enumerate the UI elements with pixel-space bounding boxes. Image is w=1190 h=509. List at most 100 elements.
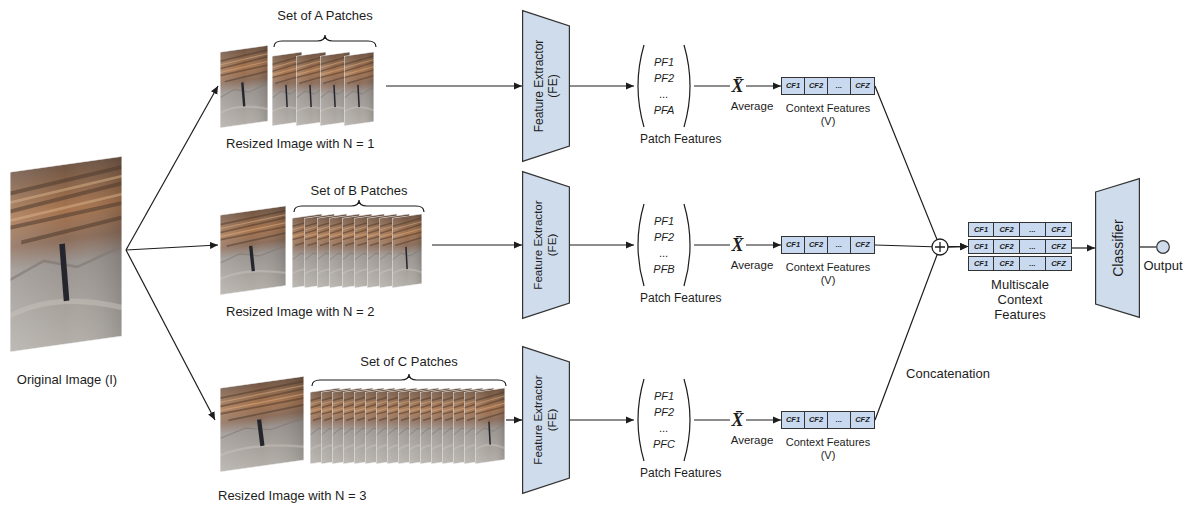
connector-arrow xyxy=(126,250,215,420)
patch-photo xyxy=(392,214,422,288)
feature-cell: CF1 xyxy=(968,239,994,254)
connector-arrow xyxy=(570,244,634,245)
connector-arrow xyxy=(875,86,968,247)
patch-set-group: Set of A PatchesResized Image with N = 1 xyxy=(218,8,386,152)
cell-label: CFZ xyxy=(1051,226,1066,234)
left-bracket xyxy=(638,45,644,127)
cell-label: ... xyxy=(1029,260,1035,268)
feature-cell: CF1 xyxy=(782,237,805,253)
patch-feature-entry: ... xyxy=(659,245,668,261)
average-symbol: X̄ xyxy=(729,235,745,255)
connector-arrow xyxy=(570,419,634,420)
patch-feature-entry: PF1 xyxy=(654,54,674,70)
feature-extractor: Feature Extractor (FE) xyxy=(522,346,570,494)
cell-label: CFZ xyxy=(1051,243,1066,251)
connector-arrow xyxy=(570,85,634,86)
curly-brace xyxy=(294,200,424,212)
node-label: Feature Extractor (FE) xyxy=(532,30,561,142)
average-symbol: X̄ xyxy=(729,76,745,96)
image-node: Original Image (I) xyxy=(8,154,126,396)
matrix-caption: Patch Features xyxy=(640,132,721,146)
concat-circle xyxy=(932,239,948,255)
feature-cell: CF2 xyxy=(994,256,1020,271)
multiscale-feature-matrix: Multiscale Context FeaturesCF1CF2...CFZC… xyxy=(968,222,1072,271)
average-symbol: X̄ xyxy=(729,410,745,430)
cell-label: ... xyxy=(836,241,842,249)
feature-cell: CF1 xyxy=(968,222,994,237)
output-circle-outline xyxy=(1157,241,1170,254)
connector-arrow xyxy=(386,85,522,86)
cell-label: CFZ xyxy=(855,241,870,249)
feature-cell: CF2 xyxy=(805,237,828,253)
feature-cell: CF2 xyxy=(805,78,828,94)
trapezoid-outline xyxy=(523,172,570,319)
right-bracket xyxy=(684,204,690,286)
connector-arrow xyxy=(126,245,218,250)
node-label: Classifier xyxy=(1110,219,1126,277)
resized-photo xyxy=(220,376,304,472)
context-feature-vector: Context Features (V)CF1CF2...CFZ xyxy=(781,411,875,429)
cell-label: CF2 xyxy=(999,260,1013,268)
connector-arrow xyxy=(1140,246,1156,247)
context-feature-vector: Context Features (V)CF1CF2...CFZ xyxy=(781,77,875,95)
cell-label: ... xyxy=(1029,243,1035,251)
patch-set-label: Set of B Patches xyxy=(311,183,408,198)
feature-extractor: Feature Extractor (FE) xyxy=(522,171,570,319)
caption-label: Context Features (V) xyxy=(780,102,876,128)
node-label: Feature Extractor (FE) xyxy=(532,189,560,301)
node-label: Output xyxy=(1143,258,1182,273)
connector-arrow xyxy=(432,244,522,245)
operation-label: Average xyxy=(731,434,774,446)
cell-label: CF2 xyxy=(809,82,823,90)
cell-label: CF1 xyxy=(786,82,800,90)
curly-brace xyxy=(274,35,376,47)
resized-image-label: Resized Image with N = 3 xyxy=(218,488,366,503)
caption-label: Context Features (V) xyxy=(780,436,876,462)
feature-cell: ... xyxy=(828,78,851,94)
left-bracket xyxy=(638,379,644,461)
cell-label: ... xyxy=(1029,226,1035,234)
patch-photo xyxy=(475,388,505,464)
cell-label: CF1 xyxy=(974,243,988,251)
operation-label: Average xyxy=(731,259,774,271)
feature-cell: CF2 xyxy=(805,412,828,428)
patch-feature-entry: PF2 xyxy=(654,229,674,245)
patch-feature-matrix: PF1PF2...PFBPatch Features xyxy=(634,202,694,288)
cell-label: CF2 xyxy=(999,243,1013,251)
patch-set-label: Set of C Patches xyxy=(360,354,458,369)
feature-cell: ... xyxy=(828,412,851,428)
cell-label: ... xyxy=(836,82,842,90)
trapezoid-outline xyxy=(1096,179,1140,318)
trapezoid-outline xyxy=(523,347,570,494)
cell-label: CF2 xyxy=(809,241,823,249)
caption-label: Context Features (V) xyxy=(780,261,876,287)
feature-cell: CFZ xyxy=(1046,222,1072,237)
caption-label: Multiscale Context Features xyxy=(983,277,1057,322)
patch-feature-entry: ... xyxy=(659,420,668,436)
cell-label: CF1 xyxy=(974,260,988,268)
patch-feature-matrix: PF1PF2...PFAPatch Features xyxy=(634,43,694,129)
patch-feature-entry: PF2 xyxy=(654,404,674,420)
patch-feature-entry: PF2 xyxy=(654,70,674,86)
resized-photo xyxy=(220,206,286,295)
output-circle xyxy=(1156,240,1170,254)
cell-label: ... xyxy=(836,416,842,424)
feature-cell: ... xyxy=(1020,239,1046,254)
cell-label: CF2 xyxy=(999,226,1013,234)
patch-feature-entry: PF1 xyxy=(654,213,674,229)
feature-cell: CF2 xyxy=(994,239,1020,254)
feature-extractor: Feature Extractor (FE) xyxy=(522,10,570,162)
merge-label: Concatenation xyxy=(906,366,990,381)
patch-photo xyxy=(344,52,374,126)
cell-label: CFZ xyxy=(1051,260,1066,268)
context-feature-vector: Context Features (V)CF1CF2...CFZ xyxy=(781,236,875,254)
connector-arrow xyxy=(875,247,968,421)
feature-cell: CFZ xyxy=(851,78,874,94)
classifier-block: Classifier xyxy=(1095,178,1140,318)
bracket-pair xyxy=(634,377,694,463)
feature-cell: CFZ xyxy=(1046,239,1072,254)
right-bracket xyxy=(684,379,690,461)
concat-plus xyxy=(935,242,945,252)
feature-cell: CFZ xyxy=(851,237,874,253)
